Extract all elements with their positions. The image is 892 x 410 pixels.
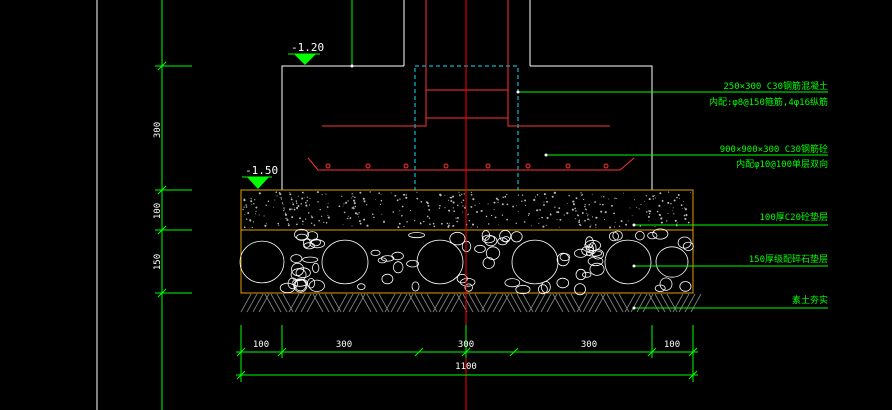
pedestal-outline [403, 0, 531, 66]
dim-pad-height: 100 [153, 203, 163, 219]
dim-seg1: 100 [253, 340, 269, 350]
annotation-footing-spec: 900×900×300 C30钢筋砼 [720, 143, 828, 155]
annotation-leaders [518, 91, 828, 309]
dim-footing-height: 300 [153, 122, 163, 138]
elevation-label-lower: -1.50 [245, 164, 278, 177]
annotation-footing-rebar: 内配φ10@100单层双向 [736, 158, 828, 170]
dim-seg5: 100 [664, 340, 680, 350]
gravel-stone-pattern [239, 228, 694, 296]
pedestal-rebar [322, 0, 610, 127]
elevation-marker-lower [242, 176, 272, 189]
annotation-concrete-pad: 100厚C20砼垫层 [759, 211, 828, 223]
vertical-dimension-chain [155, 61, 192, 298]
footing-outline [281, 65, 653, 191]
dim-gravel-height: 150 [153, 254, 163, 270]
compacted-soil-hatch [240, 293, 702, 313]
concrete-pad [240, 189, 694, 231]
annotation-gravel-layer: 150厚级配碎石垫层 [749, 253, 828, 265]
elevation-label-upper: -1.20 [291, 41, 324, 54]
horizontal-dimension-chain [236, 325, 698, 382]
leader-dots [350, 64, 636, 310]
annotation-soil: 素土夯实 [792, 294, 828, 306]
dim-total: 1100 [455, 362, 477, 372]
elevation-marker-upper [288, 53, 320, 65]
dim-seg2: 300 [336, 340, 352, 350]
dim-seg4: 300 [581, 340, 597, 350]
annotation-pedestal-rebar: 内配:φ8@150箍筋,4φ16纵筋 [709, 96, 828, 108]
footing-rebar [307, 157, 635, 171]
dim-seg3: 300 [458, 340, 474, 350]
annotation-pedestal-spec: 250×300 C30钢筋混凝土 [723, 80, 828, 92]
